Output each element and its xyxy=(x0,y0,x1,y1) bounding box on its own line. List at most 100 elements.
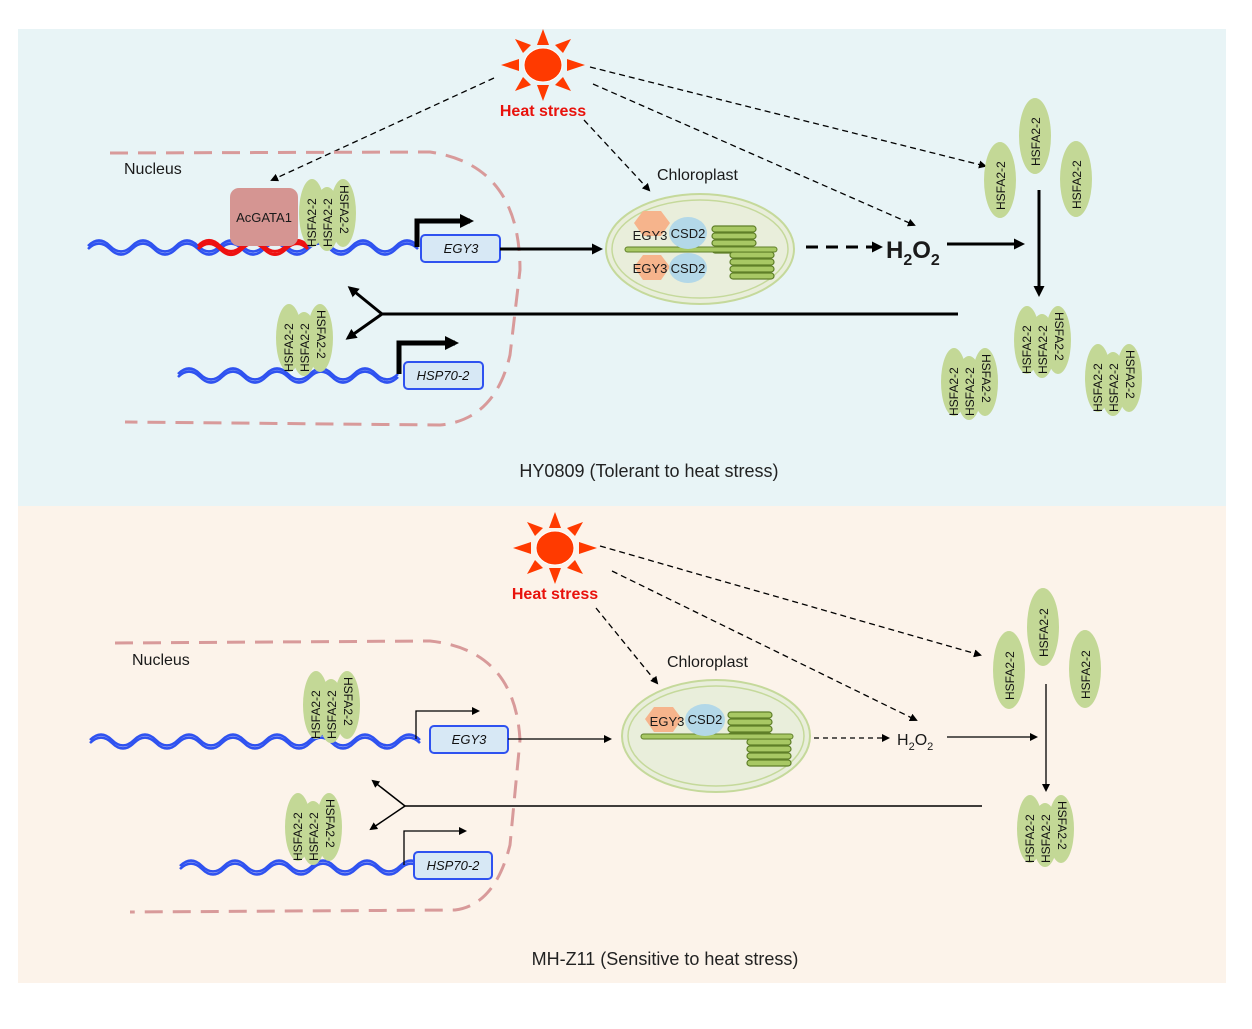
stroma-lamella xyxy=(624,246,778,253)
svg-text:HSFA2-2: HSFA2-2 xyxy=(309,690,323,739)
svg-text:HSFA2-2: HSFA2-2 xyxy=(314,310,328,359)
svg-text:HSFA2-2: HSFA2-2 xyxy=(1023,814,1037,863)
heat-stress-label: Heat stress xyxy=(512,586,598,603)
hsfa-trimer: HSFA2-2 HSFA2-2 HSFA2-2 xyxy=(1085,344,1142,416)
arrow-to-h2o2 xyxy=(611,570,918,721)
hsfa-trimer: HSFA2-2 HSFA2-2 HSFA2-2 xyxy=(941,348,998,420)
arrow-to-hsfa xyxy=(599,545,982,658)
svg-text:HSFA2-2: HSFA2-2 xyxy=(947,367,961,416)
svg-text:HSFA2-2: HSFA2-2 xyxy=(323,799,337,848)
egy3-protein xyxy=(645,707,682,732)
hsfa-trimer: HSFA2-2 HSFA2-2 HSFA2-2 xyxy=(1017,795,1074,867)
chloroplast: EGY3 CSD2 EGY3 CSD2 xyxy=(605,193,795,305)
chloroplast-label: Chloroplast xyxy=(657,167,738,184)
svg-text:EGY3: EGY3 xyxy=(650,714,685,729)
top-panel-caption: HY0809 (Tolerant to heat stress) xyxy=(519,461,778,481)
hsfa-monomers: HSFA2-2 HSFA2-2 HSFA2-2 xyxy=(993,588,1101,709)
hsfa-monomers: HSFA2-2 HSFA2-2 HSFA2-2 xyxy=(984,98,1092,218)
hsfa-feedback-branch-up xyxy=(371,779,406,807)
svg-text:HSFA2-2: HSFA2-2 xyxy=(1036,325,1050,374)
csd2-protein xyxy=(685,704,725,736)
hsfa-trimer: HSFA2-2 HSFA2-2 HSFA2-2 xyxy=(1014,306,1071,378)
egy3-gene-label: EGY3 xyxy=(452,732,487,747)
svg-text:HSFA2-2: HSFA2-2 xyxy=(1091,363,1105,412)
dna-strand-hsp70 xyxy=(177,367,399,384)
hsp70-gene-label: HSP70-2 xyxy=(427,858,481,873)
svg-text:HSFA2-2: HSFA2-2 xyxy=(1037,608,1051,657)
nucleus-membrane xyxy=(109,150,522,427)
svg-text:HSFA2-2: HSFA2-2 xyxy=(1039,814,1053,863)
svg-text:HSFA2-2: HSFA2-2 xyxy=(1123,350,1137,399)
svg-text:HSFA2-2: HSFA2-2 xyxy=(1003,651,1017,700)
hsp70-gene-box xyxy=(413,851,493,880)
arrow-to-h2o2 xyxy=(592,83,916,227)
svg-text:HSFA2-2: HSFA2-2 xyxy=(1079,650,1093,699)
svg-text:HSFA2-2: HSFA2-2 xyxy=(305,198,319,247)
top-panel: Heat stress Nucleus AcGATA1 HSFA2-2 HS xyxy=(18,28,1226,506)
svg-text:HSFA2-2: HSFA2-2 xyxy=(321,198,335,247)
arrow-to-gata xyxy=(270,77,495,182)
egy3-transcription-arrow xyxy=(414,214,474,247)
chloroplast: EGY3 CSD2 xyxy=(621,679,811,793)
hsfa-trimer-egy3-promoter: HSFA2-2 HSFA2-2 HSFA2-2 xyxy=(299,179,356,251)
hsfa-feedback-branch-up xyxy=(347,286,383,316)
bottom-panel-background xyxy=(18,506,1226,983)
csd2-protein xyxy=(669,217,707,249)
acgata1-protein xyxy=(230,188,298,246)
h2o2-label: H2O2 xyxy=(886,237,940,269)
nucleus-membrane xyxy=(114,639,522,914)
nucleus-label: Nucleus xyxy=(124,161,182,178)
hsp70-gene-label: HSP70-2 xyxy=(417,368,471,383)
svg-text:HSFA2-2: HSFA2-2 xyxy=(282,323,296,372)
svg-text:HSFA2-2: HSFA2-2 xyxy=(1029,117,1043,166)
svg-text:HSFA2-2: HSFA2-2 xyxy=(1070,160,1084,209)
heat-signal-arrows xyxy=(595,545,982,721)
svg-text:CSD2: CSD2 xyxy=(671,226,706,241)
arrow-to-chloroplast xyxy=(595,607,659,685)
hsp70-transcription-arrow xyxy=(403,827,467,865)
svg-text:HSFA2-2: HSFA2-2 xyxy=(1020,325,1034,374)
svg-text:HSFA2-2: HSFA2-2 xyxy=(298,323,312,372)
svg-text:EGY3: EGY3 xyxy=(633,261,668,276)
svg-text:HSFA2-2: HSFA2-2 xyxy=(341,677,355,726)
svg-text:HSFA2-2: HSFA2-2 xyxy=(1052,312,1066,361)
nucleus-label: Nucleus xyxy=(132,652,190,669)
h2o2-label: H2O2 xyxy=(897,732,933,753)
svg-text:HSFA2-2: HSFA2-2 xyxy=(994,161,1008,210)
bottom-panel: Heat stress Nucleus HSFA2-2 HSFA2-2 HSFA… xyxy=(18,506,1226,983)
svg-text:HSFA2-2: HSFA2-2 xyxy=(963,367,977,416)
hsfa-feedback-branch-down xyxy=(345,312,383,340)
svg-text:CSD2: CSD2 xyxy=(671,261,706,276)
svg-text:HSFA2-2: HSFA2-2 xyxy=(337,185,351,234)
svg-text:HSFA2-2: HSFA2-2 xyxy=(325,690,339,739)
dna-strand-egy3 xyxy=(89,733,421,750)
svg-text:EGY3: EGY3 xyxy=(633,228,668,243)
egy3-protein xyxy=(634,211,670,236)
dna-strand-hsp70 xyxy=(179,859,423,876)
arrow-to-hsfa xyxy=(589,66,987,169)
hsp70-gene-box xyxy=(403,361,484,390)
svg-text:HSFA2-2: HSFA2-2 xyxy=(979,354,993,403)
hsfa-feedback-branch-down xyxy=(369,805,406,831)
acgata1-label: AcGATA1 xyxy=(236,210,292,225)
arrow-to-chloroplast xyxy=(583,119,651,192)
egy3-transcription-arrow xyxy=(415,707,480,739)
hsfa-trimer-hsp70-promoter: HSFA2-2 HSFA2-2 HSFA2-2 xyxy=(285,793,342,865)
egy3-protein xyxy=(634,255,670,280)
svg-text:HSFA2-2: HSFA2-2 xyxy=(291,812,305,861)
heat-stress-label: Heat stress xyxy=(500,103,586,120)
hsfa-trimer-hsp70-promoter: HSFA2-2 HSFA2-2 HSFA2-2 xyxy=(276,304,333,376)
svg-text:HSFA2-2: HSFA2-2 xyxy=(307,812,321,861)
svg-text:CSD2: CSD2 xyxy=(688,712,723,727)
bottom-panel-caption: MH-Z11 (Sensitive to heat stress) xyxy=(532,949,799,969)
svg-text:HSFA2-2: HSFA2-2 xyxy=(1107,363,1121,412)
svg-text:HSFA2-2: HSFA2-2 xyxy=(1055,801,1069,850)
egy3-gene-label: EGY3 xyxy=(444,241,479,256)
hsfa-trimer-egy3-promoter: HSFA2-2 HSFA2-2 HSFA2-2 xyxy=(303,671,360,743)
hsp70-transcription-arrow xyxy=(396,336,459,374)
chloroplast-label: Chloroplast xyxy=(667,654,748,671)
stroma-lamella xyxy=(640,733,794,740)
csd2-protein xyxy=(669,253,707,283)
heat-signal-arrows xyxy=(270,66,987,227)
